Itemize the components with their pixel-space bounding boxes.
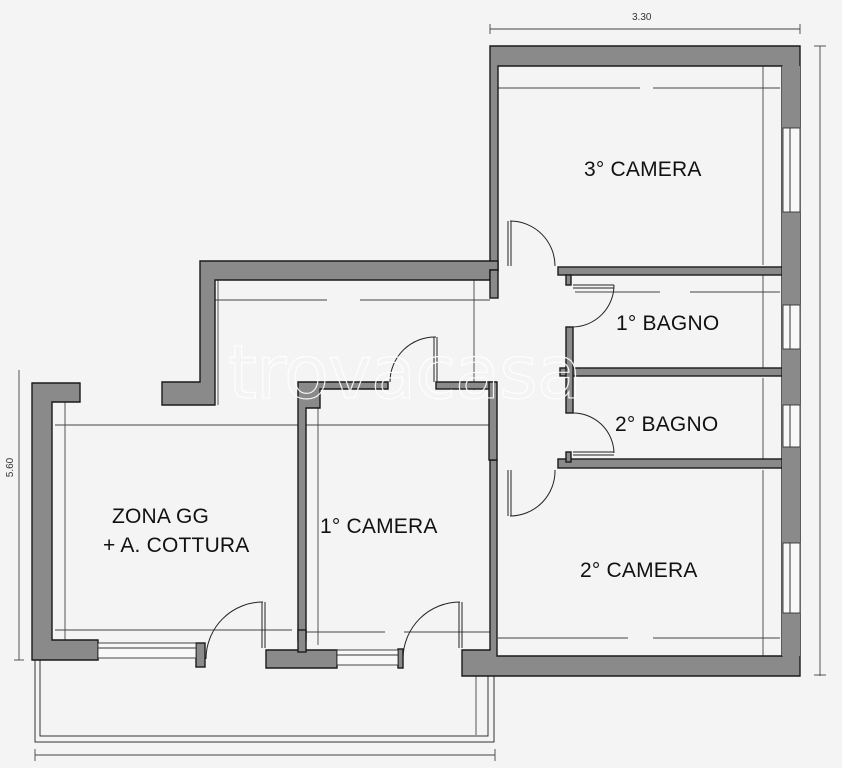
room-label-3-camera: 3° CAMERA	[584, 158, 702, 181]
room-label-1-bagno: 1° BAGNO	[616, 312, 720, 335]
room-label-1-camera: 1° CAMERA	[320, 515, 438, 538]
windows	[97, 127, 801, 666]
walls	[31, 45, 801, 677]
room-label-zona-gg: ZONA GG	[112, 505, 210, 528]
room-label-cottura: + A. COTTURA	[103, 534, 250, 557]
watermark-text: trovacasa	[227, 329, 582, 416]
room-label-2-bagno: 2° BAGNO	[615, 413, 719, 436]
room-label-2-camera: 2° CAMERA	[580, 559, 698, 582]
dimension-top-width: 3.30	[632, 12, 652, 23]
doors	[205, 220, 615, 660]
dimension-lines	[14, 24, 826, 761]
balcony-railing	[34, 660, 495, 743]
dimension-left-height: 5.60	[5, 457, 17, 478]
